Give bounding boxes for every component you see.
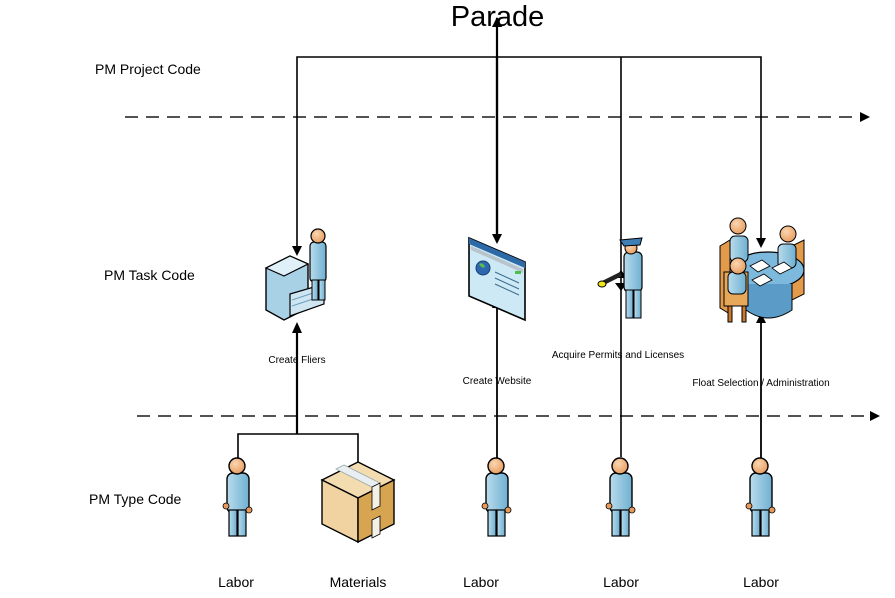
divider-arrowhead-icon bbox=[860, 112, 870, 122]
arrowhead-icon bbox=[292, 246, 302, 256]
resource-label: Materials bbox=[329, 574, 387, 590]
resource-label: Labor bbox=[218, 574, 254, 590]
project-connectors bbox=[292, 17, 766, 457]
person-icon bbox=[605, 457, 636, 537]
resource-label: Labor bbox=[463, 574, 499, 590]
person-icon bbox=[222, 457, 253, 537]
arrowhead-icon bbox=[756, 238, 766, 248]
project-divider bbox=[125, 112, 870, 122]
printer-operator-icon bbox=[264, 228, 327, 321]
task-label-float: Float Selection / Administration bbox=[692, 378, 830, 389]
row-label-project: PM Project Code bbox=[95, 61, 201, 77]
police-officer-icon bbox=[597, 237, 643, 319]
diagram-title: Parade bbox=[450, 1, 545, 33]
resource-label: Labor bbox=[603, 574, 639, 590]
task-label-fliers: Create Fliers bbox=[268, 355, 326, 366]
divider-arrowhead-icon bbox=[870, 411, 880, 421]
type-connectors bbox=[237, 298, 766, 462]
connector-project-fliers-float bbox=[296, 56, 762, 253]
arrowhead-icon bbox=[492, 234, 502, 244]
resource-label: Labor bbox=[743, 574, 779, 590]
person-icon bbox=[481, 457, 512, 537]
row-label-type: PM Type Code bbox=[89, 491, 182, 507]
type-divider bbox=[137, 411, 880, 421]
box-icon bbox=[320, 461, 396, 544]
row-label-task: PM Task Code bbox=[104, 267, 195, 283]
meeting-table-icon bbox=[719, 217, 805, 323]
task-label-website: Create Website bbox=[462, 376, 532, 387]
web-page-icon bbox=[468, 236, 526, 322]
person-icon bbox=[745, 457, 776, 537]
task-label-permits: Acquire Permits and Licenses bbox=[551, 350, 685, 361]
